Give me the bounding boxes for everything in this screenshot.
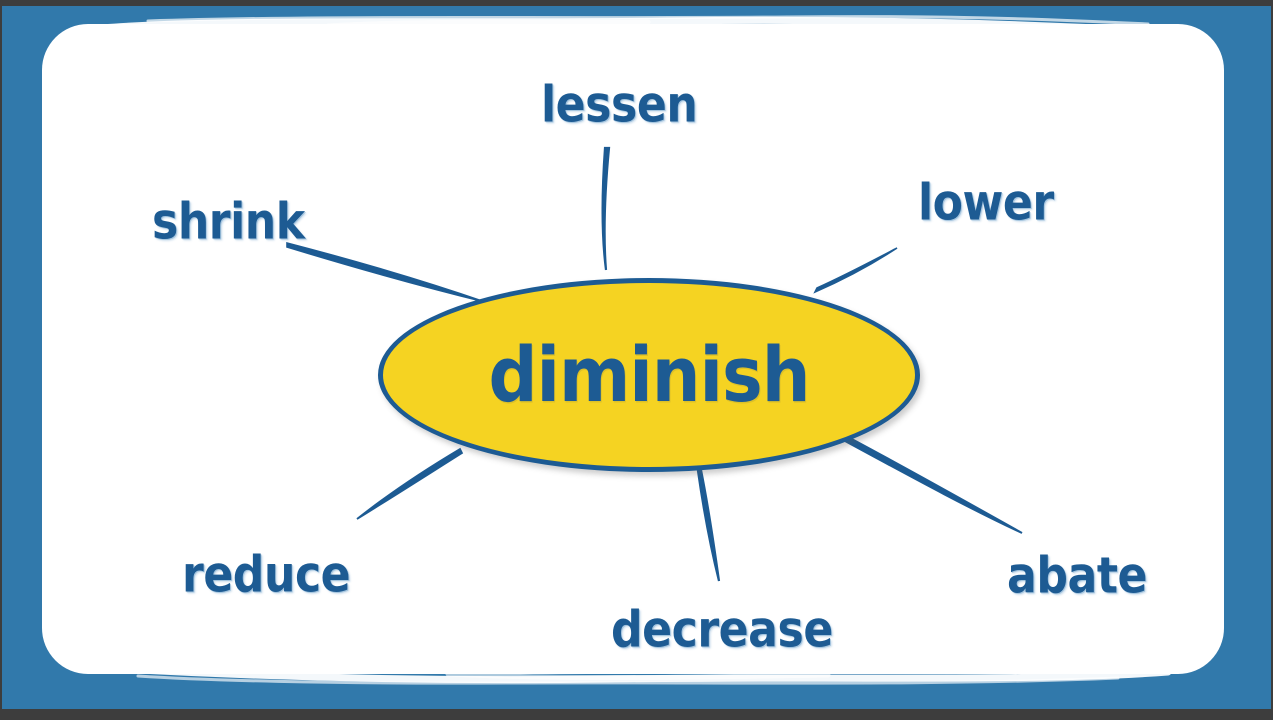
center-node[interactable]: diminish — [378, 278, 920, 472]
node-label-abate[interactable]: abate — [1007, 547, 1147, 606]
node-label-decrease[interactable]: decrease — [611, 601, 833, 660]
center-node-label: diminish — [488, 330, 810, 420]
node-label-shrink[interactable]: shrink — [152, 193, 305, 252]
node-label-reduce[interactable]: reduce — [182, 546, 351, 605]
node-label-lessen[interactable]: lessen — [541, 76, 698, 135]
node-label-lower[interactable]: lower — [918, 174, 1054, 233]
center-node-ellipse — [378, 278, 920, 472]
